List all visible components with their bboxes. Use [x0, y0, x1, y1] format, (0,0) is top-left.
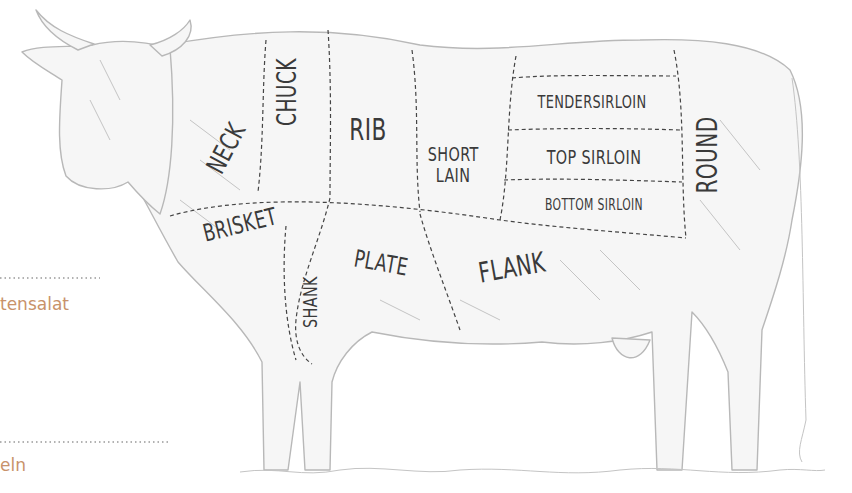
cut-label: TOP SIRLOIN — [547, 147, 642, 167]
side-label: tensalat — [0, 296, 69, 313]
dotted-rule — [0, 441, 168, 442]
cut-label: ROUND — [694, 116, 722, 193]
cut-label: BOTTOM SIRLOIN — [545, 198, 643, 213]
cow-body — [142, 32, 802, 470]
cow-horn — [150, 20, 191, 56]
cut-line — [512, 76, 676, 79]
side-label: eln — [0, 457, 26, 474]
cut-line — [504, 179, 682, 182]
cow-udder — [612, 338, 650, 358]
cut-line — [284, 226, 296, 360]
cut-label: TENDERSIRLOIN — [537, 93, 646, 111]
hatching — [90, 60, 760, 320]
cut-line — [674, 50, 686, 238]
cut-line — [500, 56, 516, 220]
cut-line — [296, 198, 330, 364]
cow-head — [22, 42, 173, 214]
cow-tail — [792, 78, 806, 462]
grass-line — [240, 468, 825, 473]
cut-line — [258, 40, 266, 192]
cut-line — [328, 30, 331, 196]
cut-line — [508, 129, 680, 131]
cut-line — [412, 50, 420, 212]
cut-label: RIB — [349, 115, 386, 145]
dotted-rule — [0, 277, 100, 278]
cut-label: CHUCK — [274, 58, 300, 126]
cut-line — [420, 214, 460, 330]
cut-label: SHORT LAIN — [428, 144, 478, 186]
cut-label: SHANK — [300, 276, 320, 328]
cow-horn — [36, 10, 94, 50]
